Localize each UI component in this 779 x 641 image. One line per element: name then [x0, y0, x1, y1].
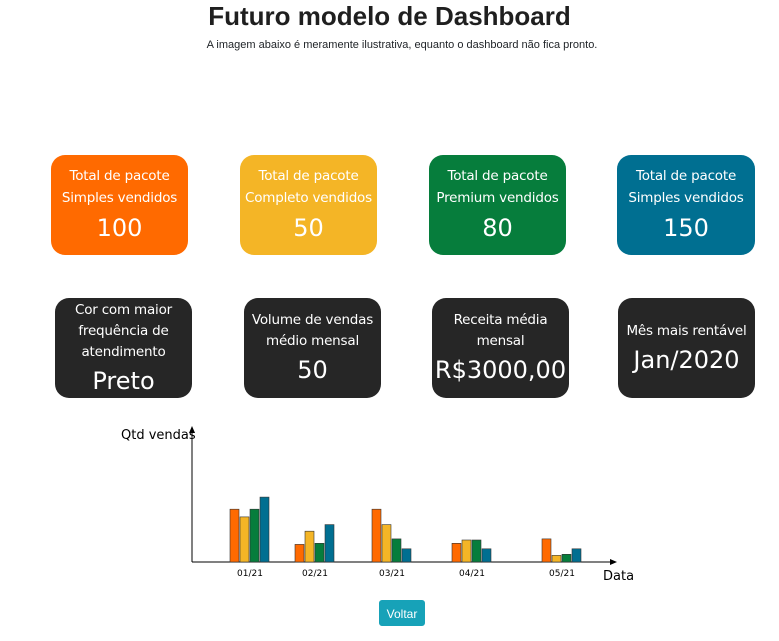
x-tick-label: 03/21 [379, 569, 405, 579]
card-label-line2: Completo vendidos [245, 190, 372, 206]
card-premium-total: Total de pacote Premium vendidos 80 [429, 155, 566, 255]
stat-card-receita: Receita média mensal R$3000,00 [432, 298, 569, 398]
card-label-line2: Simples vendidos [61, 190, 178, 206]
card-label-line1: Total de pacote [258, 168, 359, 184]
bar-04-21-series-2 [461, 539, 472, 563]
card-label-line2: Premium vendidos [436, 190, 559, 206]
stat-card-mes: Mês mais rentável Jan/2020 [618, 298, 755, 398]
stat-card-volume: Volume de vendas médio mensal 50 [244, 298, 381, 398]
card-label-line2: Simples vendidos [628, 190, 744, 206]
bar-03-21-series-4 [401, 548, 412, 563]
bar-02-21-series-4 [324, 524, 335, 563]
bar-01-21-series-1 [229, 508, 240, 563]
bar-03-21-series-2 [381, 524, 392, 563]
x-tick-label: 05/21 [549, 569, 575, 579]
sales-bar-chart: Qtd vendas Data 01/21 02/21 03/21 04/21 05/2… [121, 426, 634, 584]
card-simples-total: Total de pacote Simples vendidos 100 [51, 155, 188, 255]
stat-label-line1: Mês mais rentável [626, 322, 747, 339]
bar-05-21-series-1 [541, 538, 552, 563]
stat-card-cor: Cor com maior frequência de atendimento … [55, 298, 192, 398]
bar-05-21-series-2 [551, 555, 562, 563]
x-axis-label: Data [603, 569, 634, 584]
card-label-line1: Total de pacote [447, 168, 548, 184]
x-tick-label: 02/21 [302, 569, 328, 579]
stat-value: Jan/2020 [633, 345, 740, 374]
stat-label-line2: mensal [476, 333, 525, 349]
stat-label-line2: médio mensal [266, 333, 359, 349]
card-value: 150 [663, 214, 709, 242]
x-tick-label: 01/21 [237, 569, 263, 579]
card-completo-total: Total de pacote Completo vendidos 50 [240, 155, 377, 255]
card-value: 100 [96, 214, 143, 242]
bar-01-21-series-2 [239, 516, 250, 563]
card-simples-total-2: Total de pacote Simples vendidos 150 [617, 155, 755, 255]
stat-label-line2: frequência de [78, 322, 169, 339]
bar-03-21-series-1 [371, 508, 382, 563]
page-title: Futuro modelo de Dashboard [208, 1, 571, 31]
stat-label-line1: Receita média [453, 312, 548, 328]
bar-05-21-series-4 [571, 548, 582, 563]
card-value: 50 [293, 214, 324, 242]
bar-04-21-series-3 [471, 539, 482, 563]
stat-label-line1: Volume de vendas [251, 312, 374, 328]
bar-02-21-series-2 [304, 530, 315, 563]
bar-01-21-series-3 [249, 508, 260, 563]
bar-03-21-series-3 [391, 538, 402, 563]
stat-value: 50 [297, 356, 328, 384]
card-label-line1: Total de pacote [69, 168, 170, 184]
bar-02-21-series-1 [294, 544, 305, 563]
stat-value: R$3000,00 [434, 356, 567, 384]
back-button[interactable]: Voltar [379, 600, 425, 626]
x-tick-label: 04/21 [459, 569, 485, 579]
bar-05-21-series-3 [561, 554, 572, 563]
x-axis-arrow [610, 559, 617, 565]
bar-01-21-series-4 [259, 496, 270, 563]
y-axis-label: Qtd vendas [121, 428, 196, 443]
bar-02-21-series-3 [314, 543, 325, 563]
card-label-line1: Total de pacote [635, 168, 737, 184]
bar-04-21-series-1 [451, 543, 462, 563]
bar-04-21-series-4 [481, 548, 492, 563]
card-value: 80 [482, 214, 513, 242]
stat-value: Preto [92, 366, 155, 395]
stat-label-line3: atendimento [81, 343, 166, 360]
page-subtitle: A imagem abaixo é meramente ilustrativa,… [206, 39, 598, 51]
y-axis-arrow [189, 426, 195, 433]
stat-label-line1: Cor com maior [74, 301, 173, 318]
